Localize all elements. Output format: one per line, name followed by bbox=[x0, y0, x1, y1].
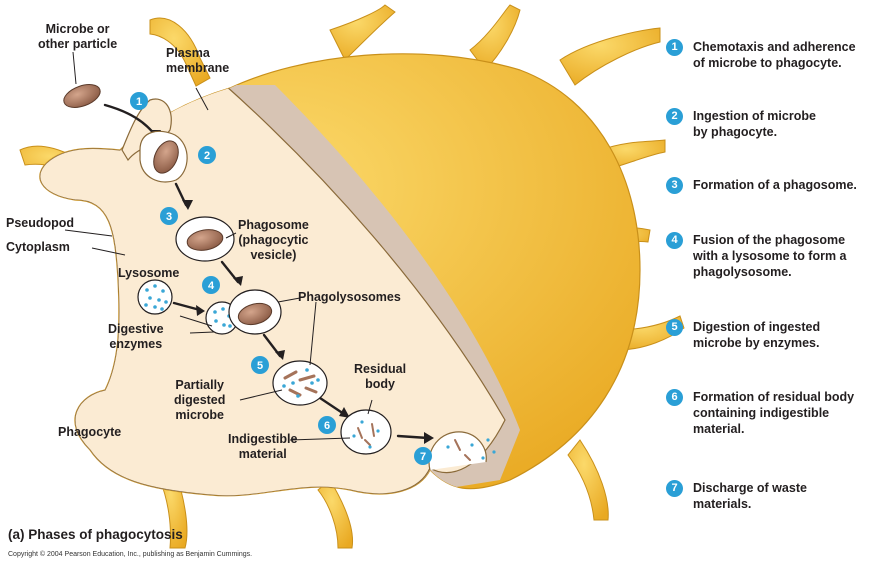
microbe bbox=[61, 80, 104, 112]
step-text: Discharge of waste materials. bbox=[693, 480, 807, 512]
step-text: Formation of residual body containing in… bbox=[693, 389, 854, 437]
svg-text:1: 1 bbox=[136, 96, 142, 108]
badge-7: 7 bbox=[414, 447, 432, 465]
svg-text:3: 3 bbox=[166, 211, 172, 223]
step-text: Formation of a phagosome. bbox=[693, 177, 857, 193]
step-text: Ingestion of microbe by phagocyte. bbox=[693, 108, 816, 140]
svg-text:7: 7 bbox=[420, 451, 426, 463]
step-number-badge: 7 bbox=[666, 480, 683, 497]
step-number-badge: 4 bbox=[666, 232, 683, 249]
step-number-badge: 3 bbox=[666, 177, 683, 194]
label-phagolysosomes: Phagolysosomes bbox=[298, 290, 401, 305]
svg-text:5: 5 bbox=[257, 360, 263, 372]
figure-caption: (a) Phases of phagocytosis bbox=[8, 527, 183, 542]
step-text: Chemotaxis and adherence of microbe to p… bbox=[693, 39, 856, 71]
badge-3: 3 bbox=[160, 207, 178, 225]
svg-text:2: 2 bbox=[204, 150, 210, 162]
label-phagocyte: Phagocyte bbox=[58, 425, 121, 440]
badge-1: 1 bbox=[130, 92, 148, 110]
label-pseudopod: Pseudopod bbox=[6, 216, 74, 231]
label-lysosome: Lysosome bbox=[118, 266, 179, 281]
svg-text:4: 4 bbox=[208, 280, 215, 292]
badge-2: 2 bbox=[198, 146, 216, 164]
residual-body bbox=[341, 410, 391, 454]
label-cytoplasm: Cytoplasm bbox=[6, 240, 70, 255]
badge-4: 4 bbox=[202, 276, 220, 294]
step-number-badge: 2 bbox=[666, 108, 683, 125]
step-text: Fusion of the phagosome with a lysosome … bbox=[693, 232, 847, 280]
badge-6: 6 bbox=[318, 416, 336, 434]
step-text: Digestion of ingested microbe by enzymes… bbox=[693, 319, 820, 351]
step-number-badge: 1 bbox=[666, 39, 683, 56]
step-number-badge: 6 bbox=[666, 389, 683, 406]
svg-text:6: 6 bbox=[324, 420, 330, 432]
copyright-notice: Copyright © 2004 Pearson Education, Inc.… bbox=[8, 551, 252, 558]
badge-5: 5 bbox=[251, 356, 269, 374]
phagolysosome-digesting bbox=[273, 361, 327, 405]
step-number-badge: 5 bbox=[666, 319, 683, 336]
